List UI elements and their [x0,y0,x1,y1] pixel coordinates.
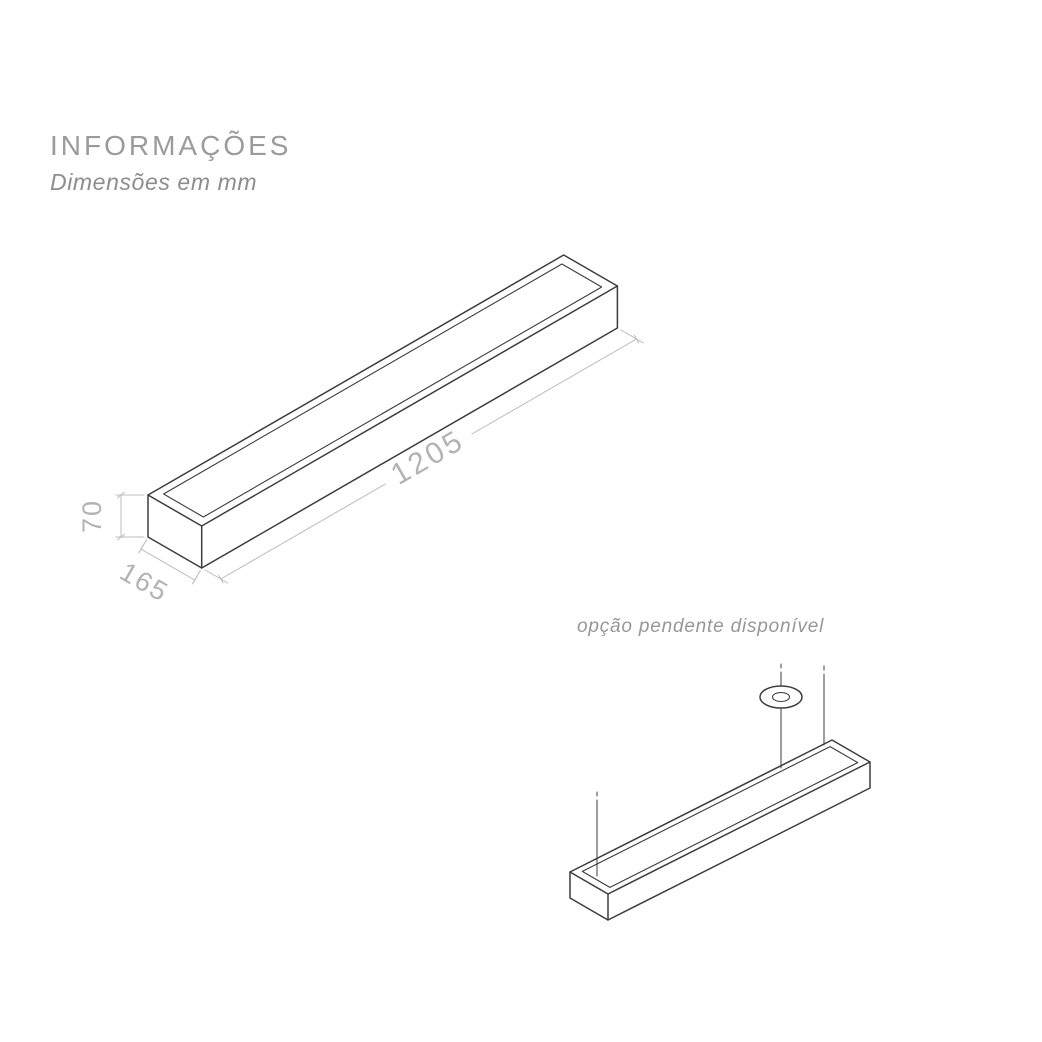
fixture-left-end-face [147,494,203,569]
canopy-outer-ellipse [759,685,803,709]
height-dimension-label: 70 [77,499,107,533]
width-dimension-line [140,548,196,581]
ceiling-canopy [759,663,803,769]
pendant-fixture-isometric [569,663,871,921]
length-dimension-line [220,338,637,580]
canopy-inner-ellipse [771,691,791,703]
pendant-front-face [607,761,871,921]
width-dimension-label: 165 [115,556,174,608]
pendant-top-face [569,739,871,895]
length-dimension-ticks [218,334,640,584]
header: INFORMAÇÕES Dimensões em mm [50,130,291,196]
page-title: INFORMAÇÕES [50,130,292,161]
page-subtitle: Dimensões em mm [50,169,258,195]
fixture-front-face [200,285,619,569]
surface-fixture-isometric [147,254,619,569]
pendant-light-panel [581,746,859,888]
dimension-width: 165 [115,539,201,608]
pendant-option-caption: opção pendente disponível [577,616,825,637]
width-dimension-ticks [138,544,198,585]
length-extension-lines [204,329,644,584]
dimension-length: 1205 [204,329,644,584]
length-dimension-label: 1205 [385,424,470,492]
height-dimension-ticks [117,491,125,541]
fixture-light-panel [163,263,603,518]
height-extension-lines [115,494,145,538]
pendant-left-end-face [569,871,609,921]
dimension-height: 70 [77,491,145,541]
